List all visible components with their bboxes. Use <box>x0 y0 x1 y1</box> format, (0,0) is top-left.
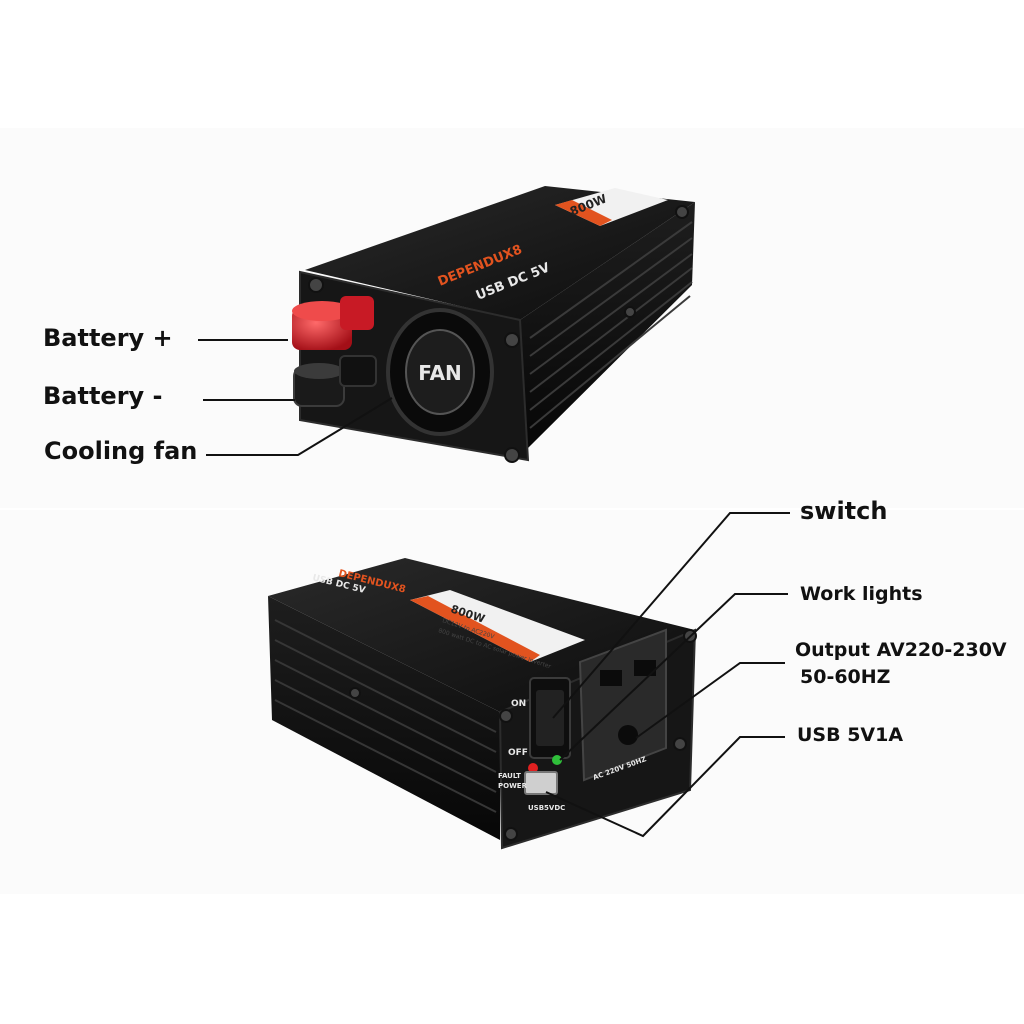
switch-off-text: OFF <box>508 748 528 758</box>
top-label-accent <box>555 200 612 226</box>
usb-port-text: USB5VDC <box>528 804 565 812</box>
cooling-fan <box>386 308 494 436</box>
callout-work-lights: Work lights <box>800 583 923 605</box>
fault-text: FAULT <box>498 772 521 780</box>
leader-work-lights <box>559 593 788 761</box>
top-inverter-screws <box>308 205 689 463</box>
fan-text: FAN <box>418 361 462 385</box>
battery-plus-terminal <box>292 296 374 350</box>
bottom-inverter-screws <box>349 629 697 841</box>
leader-switch <box>552 512 790 719</box>
battery-minus-terminal <box>293 355 377 407</box>
usb-port <box>524 771 558 795</box>
power-text: POWER <box>498 782 528 790</box>
callout-battery-minus: Battery - <box>43 382 163 410</box>
leader-output <box>635 662 785 739</box>
bottom-inverter-fins <box>274 619 497 813</box>
callout-switch: switch <box>800 497 888 525</box>
leader-usb <box>545 736 785 838</box>
callout-output-line1: Output AV220-230V <box>795 639 1007 661</box>
callout-usb: USB 5V1A <box>797 724 904 746</box>
bottom-inverter <box>268 558 697 850</box>
leader-lines <box>198 339 790 838</box>
callout-cooling-fan: Cooling fan <box>44 437 198 465</box>
power-led <box>552 755 562 765</box>
top-inverter <box>292 186 695 463</box>
bottom-inverter-side <box>268 596 500 840</box>
rocker-switch <box>529 677 571 759</box>
ac-outlet-panel <box>578 628 667 782</box>
top-inverter-side <box>520 202 695 448</box>
callout-output-line2: 50-60HZ <box>800 666 891 688</box>
leader-cooling-fan <box>206 397 393 456</box>
bottom-label-accent <box>410 596 540 662</box>
fault-led <box>528 763 538 773</box>
switch-on-text: ON <box>511 699 526 709</box>
top-inverter-fins <box>529 221 693 429</box>
callout-battery-plus: Battery + <box>43 324 173 352</box>
bottom-inverter-label <box>410 590 585 662</box>
